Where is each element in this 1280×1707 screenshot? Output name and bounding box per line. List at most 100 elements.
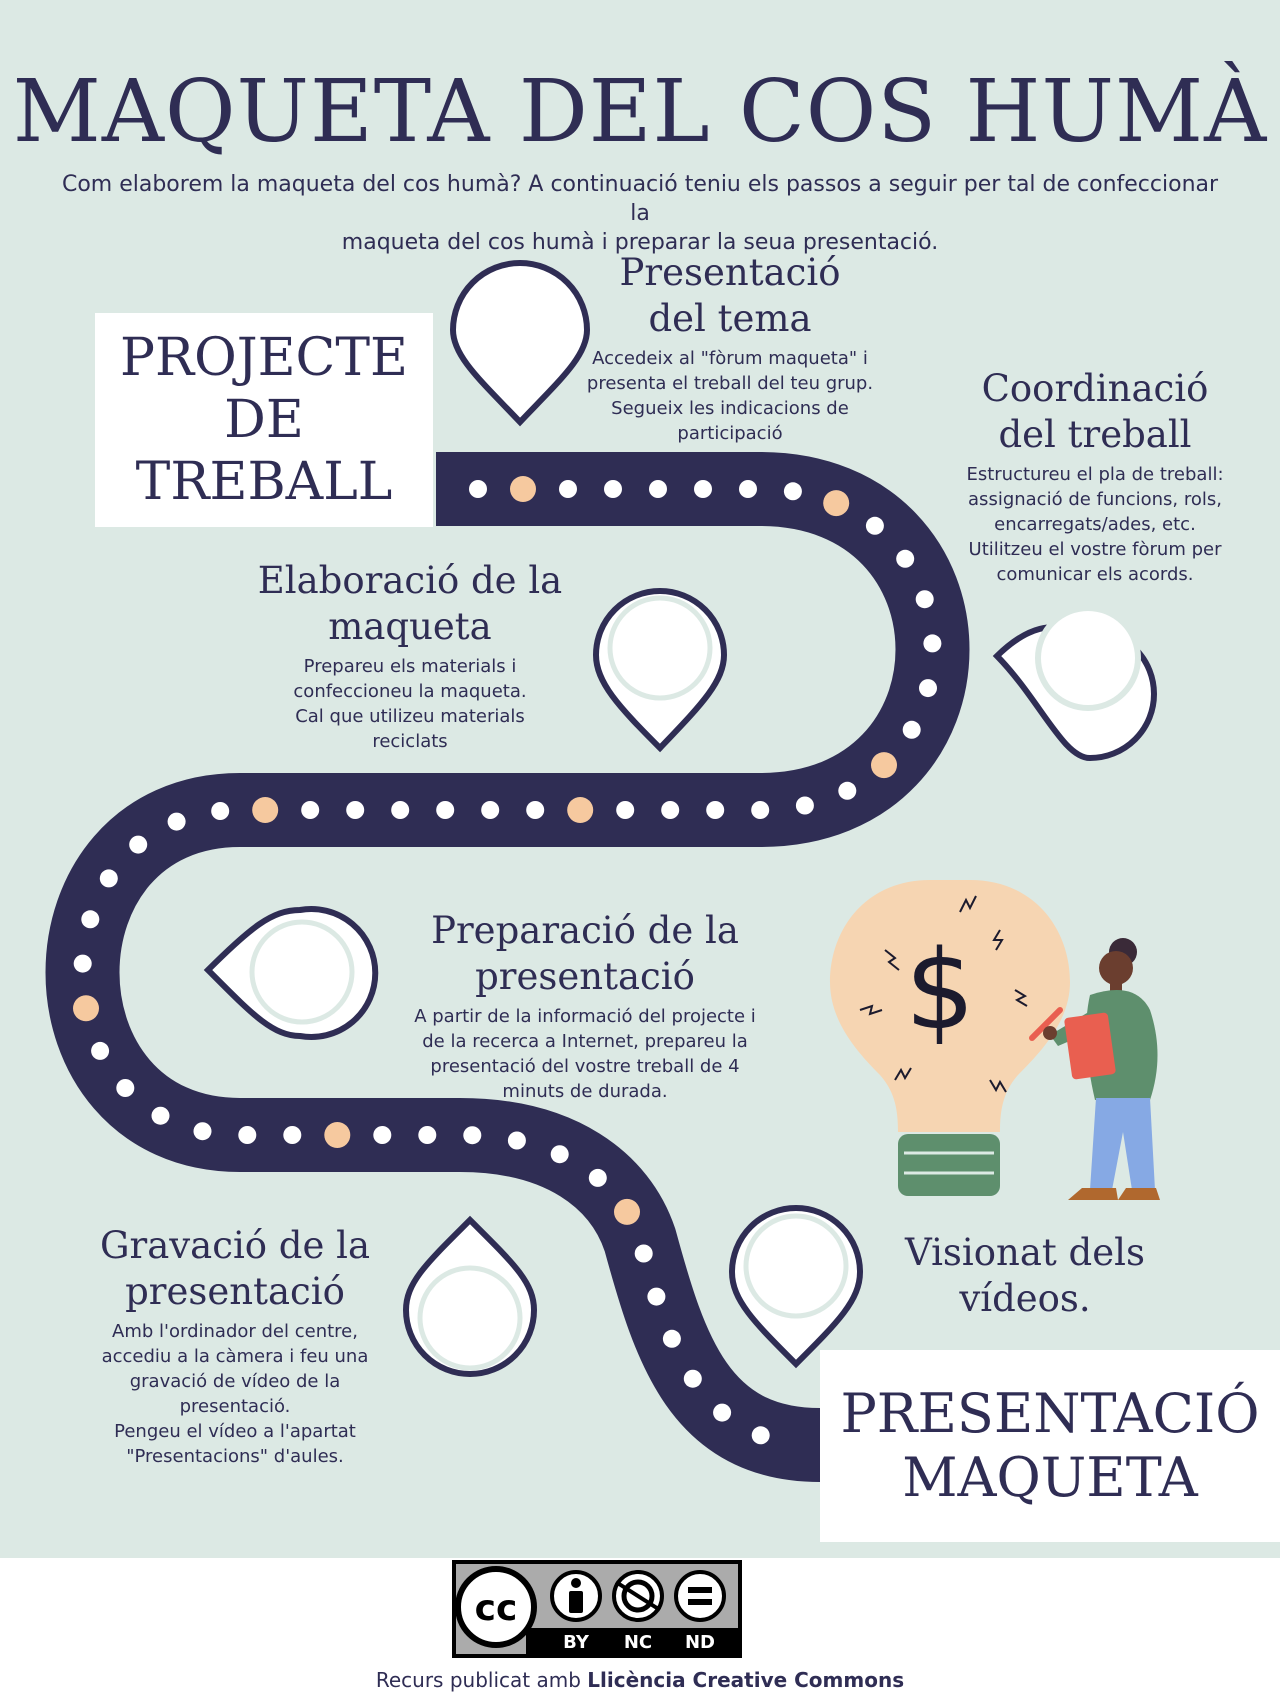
road-dot bbox=[151, 1106, 170, 1125]
subtitle-line-1: Com elaborem la maqueta del cos humà? A … bbox=[61, 172, 1219, 226]
road-dot bbox=[795, 796, 814, 815]
road-dot bbox=[588, 1168, 607, 1187]
pin-visionat-videos bbox=[728, 1205, 864, 1369]
road-dot bbox=[507, 1131, 526, 1150]
road-dot bbox=[463, 1126, 482, 1145]
step-text: A partir de la informació del projecte i… bbox=[390, 1004, 780, 1104]
step-title-line: presentació bbox=[475, 955, 695, 998]
step-text-line: presenta el treball del teu grup. bbox=[586, 373, 874, 394]
step-title-line: del treball bbox=[998, 413, 1192, 456]
road-dot bbox=[647, 1287, 666, 1306]
road-milestone-dot bbox=[871, 752, 897, 779]
road-milestone-dot bbox=[252, 797, 279, 823]
step-title-line: Visionat dels bbox=[905, 1231, 1145, 1274]
road-dot bbox=[739, 480, 757, 498]
step-text-line: gravació de vídeo de la bbox=[129, 1371, 341, 1392]
step-text-line: participació bbox=[677, 423, 783, 444]
step-text-line: "Presentacions" d'aules. bbox=[126, 1446, 344, 1467]
road-dot bbox=[391, 801, 410, 819]
road-dot bbox=[436, 801, 455, 819]
road-dot bbox=[662, 1329, 681, 1348]
road-dot bbox=[418, 1126, 437, 1144]
road-dot bbox=[865, 516, 884, 535]
pin-presentacio-tema bbox=[449, 260, 591, 427]
step-text-line: de la recerca a Internet, prepareu la bbox=[422, 1031, 748, 1052]
road-milestone-dot bbox=[567, 797, 594, 823]
person-figure bbox=[1029, 938, 1160, 1200]
road-dot bbox=[751, 801, 770, 819]
step-title-line: Presentació bbox=[619, 251, 841, 294]
step-text-line: assignació de funcions, rols, bbox=[968, 489, 1222, 510]
banner-end-line: MAQUETA bbox=[902, 1446, 1198, 1509]
page-title: MAQUETA DEL COS HUMÀ bbox=[12, 62, 1268, 162]
road-dot bbox=[751, 1426, 770, 1445]
dollar-symbol: $ bbox=[905, 926, 975, 1054]
road-dot bbox=[211, 802, 230, 820]
road-milestone-dot bbox=[510, 476, 536, 502]
license-link[interactable]: Llicència Creative Commons bbox=[587, 1668, 905, 1692]
step-title-line: Elaboració de la bbox=[257, 559, 563, 602]
footer-prefix: Recurs publicat amb bbox=[375, 1668, 588, 1692]
road-dot bbox=[283, 1126, 302, 1144]
noderivatives-icon bbox=[674, 1570, 726, 1622]
step-text-line: presentació. bbox=[179, 1396, 291, 1417]
step-text-line: Segueix les indicacions de bbox=[611, 398, 849, 419]
road-dot bbox=[783, 482, 802, 501]
road-dot bbox=[238, 1126, 257, 1144]
step-title-line: Preparació de la bbox=[431, 909, 739, 952]
road-dots bbox=[73, 476, 942, 1445]
step-text-line: Prepareu els materials i bbox=[303, 656, 517, 677]
road-dot bbox=[649, 480, 667, 498]
road-dot bbox=[91, 1041, 110, 1060]
road-milestone-dot bbox=[324, 1122, 351, 1148]
step-text-line: Pengeu el vídeo a l'apartat bbox=[114, 1421, 356, 1442]
step-text: Amb l'ordinador del centre,accediu a la … bbox=[80, 1319, 390, 1469]
lightbulb-person-illustration: $ bbox=[830, 880, 1160, 1200]
step-text: Prepareu els materials i confeccioneu la … bbox=[250, 654, 570, 754]
road-dot bbox=[301, 801, 320, 819]
license-footer: Recurs publicat amb Llicència Creative C… bbox=[0, 1668, 1280, 1692]
cc-label-nc: NC bbox=[624, 1632, 652, 1653]
road-dot bbox=[559, 480, 577, 498]
step-text-line: Estructureu el pla de treball: bbox=[966, 464, 1224, 485]
road-dot bbox=[167, 812, 186, 831]
pin-coordinacio-treball bbox=[992, 605, 1157, 762]
step-text-line: Cal que utilizeu materials bbox=[295, 706, 525, 727]
road-dot bbox=[616, 801, 635, 819]
road-dot bbox=[694, 480, 712, 498]
pin-gravacio-presentacio bbox=[402, 1215, 538, 1377]
banner-projecte-treball: PROJECTE DE TREBALL bbox=[95, 313, 433, 527]
banner-start-line: TREBALL bbox=[135, 452, 393, 512]
subtitle-line-2: maqueta del cos humà i preparar la seua … bbox=[341, 230, 939, 255]
road-dot bbox=[81, 910, 100, 929]
step-text-line: confeccioneu la maqueta. bbox=[293, 681, 527, 702]
road-dot bbox=[73, 954, 92, 973]
cc-icon bbox=[455, 1566, 537, 1648]
road-dot bbox=[706, 801, 725, 819]
road-dot bbox=[99, 869, 118, 888]
road-dot bbox=[193, 1122, 212, 1141]
step-text-line: comunicar els acords. bbox=[996, 564, 1194, 585]
step-title-line: Gravació de la bbox=[99, 1224, 371, 1267]
road-milestone-dot bbox=[73, 995, 99, 1022]
banner-start-line: PROJECTE bbox=[119, 328, 408, 388]
pin-preparacio-presentacio bbox=[203, 906, 379, 1040]
banner-end-line: PRESENTACIÓ bbox=[840, 1382, 1260, 1445]
road-dot bbox=[481, 801, 500, 819]
road-dot bbox=[838, 781, 857, 800]
banner-presentacio-maqueta: PRESENTACIÓ MAQUETA bbox=[820, 1350, 1280, 1542]
step-text: Estructureu el pla de treball: assignació… bbox=[940, 462, 1250, 587]
step-text-line: Utilitzeu el vostre fòrum per bbox=[968, 539, 1222, 560]
step-title-line: presentació bbox=[125, 1270, 345, 1313]
road-dot bbox=[604, 480, 622, 498]
